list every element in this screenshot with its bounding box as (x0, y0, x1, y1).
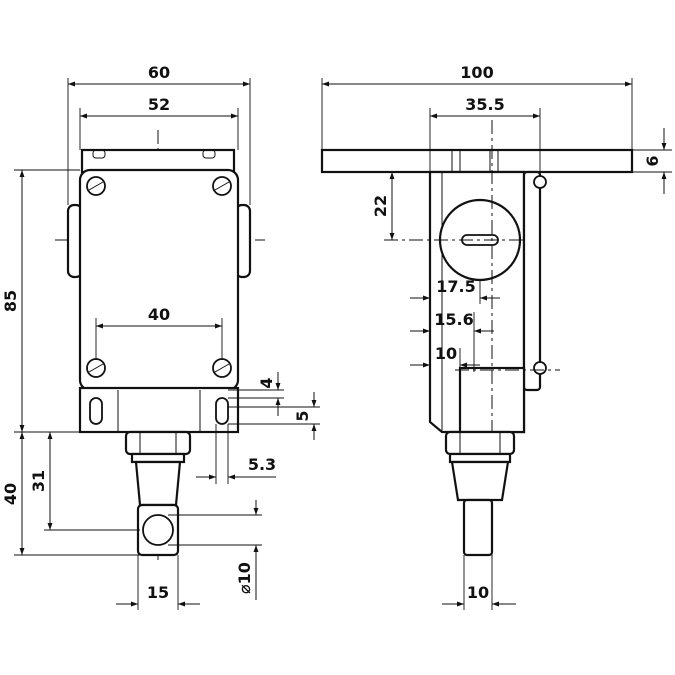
front-flange-slot-right (202, 149, 216, 159)
side-actuator-shaft (450, 460, 510, 502)
side-back-rail (522, 170, 542, 392)
side-mounting-plate (320, 148, 634, 174)
dim-label-100: 100 (460, 63, 493, 82)
side-thread (448, 452, 512, 464)
dim-label-52: 52 (148, 95, 170, 114)
front-lower-base (78, 386, 240, 434)
dim-label-15: 15 (147, 583, 169, 602)
front-main-body (78, 168, 240, 392)
dim-label-22: 22 (371, 195, 390, 217)
dim-label-10-shaft: 10 (467, 583, 489, 602)
dim-label-40-holes: 40 (148, 305, 170, 324)
side-view (320, 120, 634, 560)
dim-label-15-6: 15.6 (434, 310, 473, 329)
front-hex-nut (124, 430, 192, 456)
side-hex-nut (444, 430, 516, 456)
dim-label-5-3: 5.3 (248, 455, 276, 474)
front-flange-slot-left (92, 149, 106, 159)
front-mount-slot-right (215, 397, 229, 425)
dim-label-6: 6 (643, 155, 662, 166)
side-dimensions: 100 35.5 6 22 17.5 15.6 10 (321, 63, 672, 610)
front-mount-slot-left (89, 397, 103, 425)
front-screw-top-right (212, 176, 232, 196)
dim-label-4: 4 (257, 377, 276, 388)
dim-label-31: 31 (29, 470, 48, 492)
front-screw-bottom-right (212, 358, 232, 378)
dim-label-diameter-10: ⌀10 (235, 562, 254, 594)
front-actuator-shaft (134, 460, 182, 507)
dim-label-40-actuator: 40 (1, 483, 20, 505)
dim-label-17-5: 17.5 (436, 277, 475, 296)
dim-label-85: 85 (1, 290, 20, 312)
front-dimensions: 60 52 40 85 40 31 4 5 (1, 63, 320, 610)
front-thread (130, 452, 186, 464)
dim-label-10-offset: 10 (435, 344, 457, 363)
side-actuator-pin (462, 498, 494, 557)
front-screw-top-left (86, 176, 106, 196)
dim-label-60: 60 (148, 63, 170, 82)
front-actuator-roller (142, 514, 174, 546)
front-screw-bottom-left (86, 358, 106, 378)
dim-label-35-5: 35.5 (465, 95, 504, 114)
dim-label-5: 5 (293, 410, 312, 421)
front-view (55, 130, 265, 560)
